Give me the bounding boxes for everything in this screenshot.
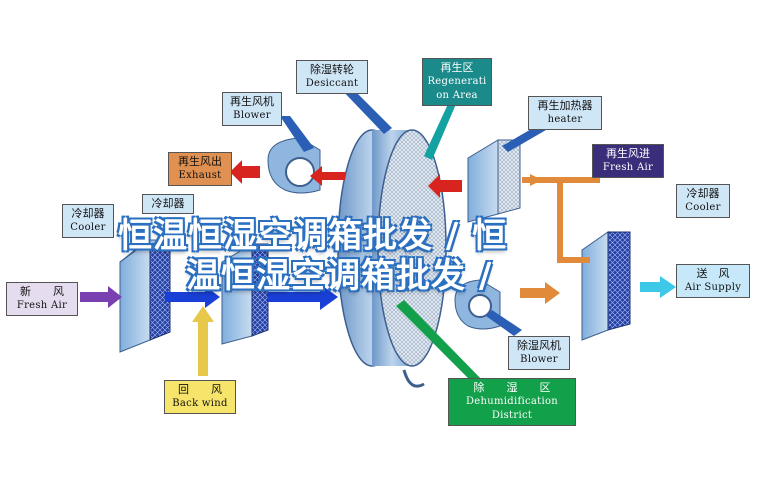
regen-blower-label: 再生风机 Blower bbox=[222, 92, 282, 126]
cooler-left-label-cn: 冷却器 bbox=[71, 207, 105, 220]
regen-heater-label-en: heater bbox=[547, 114, 583, 125]
back-wind-label: 回 风 Back wind bbox=[164, 380, 236, 414]
dehum-blower-label-cn: 除湿风机 bbox=[517, 339, 561, 352]
regen-exhaust-label-cn: 再生风出 bbox=[178, 155, 222, 168]
regen-area-label-en: Regenerati on Area bbox=[427, 76, 487, 101]
fresh-air-label-cn: 新 风 bbox=[20, 285, 64, 298]
right-cooler-unit bbox=[581, 231, 631, 341]
regen-blower-fan bbox=[267, 137, 321, 194]
process-air-arrow-1 bbox=[165, 286, 220, 308]
regen-blower-label-cn: 再生风机 bbox=[230, 95, 274, 108]
desiccant-wheel bbox=[337, 129, 447, 388]
desiccant-label: 除湿转轮 Desiccant bbox=[296, 60, 368, 94]
fresh-air-arrow bbox=[80, 286, 122, 308]
back-wind-label-cn: 回 风 bbox=[178, 383, 222, 396]
dehum-blower-fan bbox=[454, 279, 501, 330]
cooler-mid-label: 冷却器 bbox=[142, 194, 194, 214]
regen-exhaust-label-en: Exhaust bbox=[178, 170, 222, 181]
regen-heater-label-cn: 再生加热器 bbox=[537, 99, 593, 112]
hot-air-arrow bbox=[428, 174, 462, 198]
fresh-air-label: 新 风 Fresh Air bbox=[6, 282, 78, 316]
process-air-arrow-2 bbox=[268, 284, 338, 310]
desiccant-label-en: Desiccant bbox=[305, 78, 359, 89]
dehum-district-label: 除 湿 区 Dehumidification District bbox=[448, 378, 576, 426]
exhaust-arrow-2 bbox=[310, 166, 345, 186]
dehum-blower-label-en: Blower bbox=[520, 354, 558, 365]
regen-area-label: 再生区 Regenerati on Area bbox=[422, 58, 492, 106]
dehum-district-label-en: Dehumidification District bbox=[465, 396, 559, 421]
supply-air-label-en: Air Supply bbox=[684, 282, 742, 293]
left-cooler-unit bbox=[119, 239, 171, 353]
cooler-right-label-cn: 冷却器 bbox=[686, 187, 720, 200]
regen-fresh-air-label-en: Fresh Air bbox=[602, 162, 654, 173]
supply-air-label-cn: 送 风 bbox=[696, 267, 730, 280]
callout-pointers bbox=[218, 88, 546, 384]
dehum-air-arrow bbox=[520, 282, 560, 304]
regen-fresh-path bbox=[557, 177, 600, 263]
regen-fresh-air-label: 再生风进 Fresh Air bbox=[592, 144, 664, 178]
regen-exhaust-label: 再生风出 Exhaust bbox=[168, 152, 232, 186]
cooler-mid-label-cn: 冷却器 bbox=[151, 197, 185, 210]
back-wind-arrow bbox=[192, 306, 214, 376]
desiccant-label-cn: 除湿转轮 bbox=[310, 63, 354, 76]
back-wind-label-en: Back wind bbox=[172, 398, 228, 409]
fresh-air-label-en: Fresh Air bbox=[16, 300, 68, 311]
cooler-left-label-en: Cooler bbox=[70, 222, 106, 233]
regen-blower-label-en: Blower bbox=[233, 110, 271, 121]
cooler-right-label-en: Cooler bbox=[685, 202, 721, 213]
middle-cooler-unit bbox=[221, 243, 269, 345]
regen-heater-unit bbox=[467, 139, 521, 223]
regen-area-label-cn: 再生区 bbox=[440, 61, 474, 74]
regen-heater-label: 再生加热器 heater bbox=[528, 96, 602, 130]
dehum-blower-label: 除湿风机 Blower bbox=[508, 336, 570, 370]
dehum-district-label-cn: 除 湿 区 bbox=[473, 381, 551, 394]
regen-fresh-air-label-cn: 再生风进 bbox=[606, 147, 650, 160]
air-flow-arrows bbox=[80, 160, 676, 376]
cooler-left-label: 冷却器 Cooler bbox=[62, 204, 114, 238]
exhaust-arrow bbox=[230, 160, 260, 184]
supply-air-label: 送 风 Air Supply bbox=[676, 264, 750, 298]
cooler-right-label: 冷却器 Cooler bbox=[676, 184, 730, 218]
supply-air-arrow bbox=[640, 276, 676, 298]
